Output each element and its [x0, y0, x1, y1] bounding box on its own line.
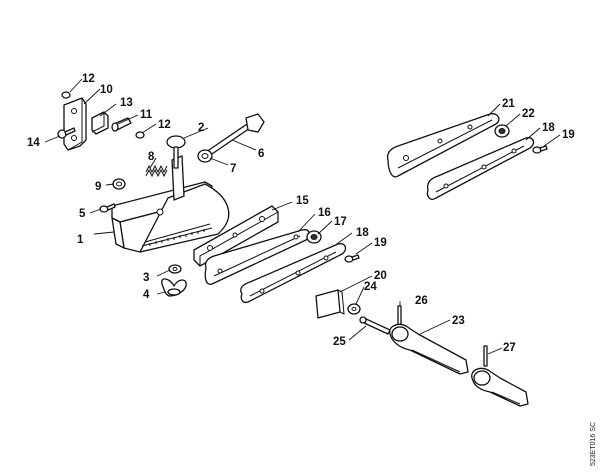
- callout-17: 17: [334, 216, 347, 228]
- callout-18-center: 18: [356, 227, 369, 239]
- pin-25: [359, 316, 391, 335]
- washer-24: [347, 303, 361, 315]
- figure-code: 523ET016 SC: [590, 422, 597, 466]
- callout-26: 26: [415, 295, 428, 307]
- callout-7: 7: [230, 163, 236, 175]
- spring-8: [145, 164, 168, 178]
- bushing-17: [306, 230, 322, 244]
- callout-4: 4: [143, 289, 150, 301]
- callout-2: 2: [198, 122, 204, 134]
- callout-25: 25: [333, 336, 346, 348]
- callout-20: 20: [374, 270, 387, 282]
- callout-16: 16: [318, 207, 331, 219]
- pin-26: [397, 305, 402, 327]
- pin-11: [111, 117, 132, 132]
- plate-18-right: [426, 137, 535, 200]
- callout-27: 27: [503, 342, 516, 354]
- leader-lines: [44, 78, 561, 355]
- lever-assembly: [471, 367, 529, 407]
- nut-9: [112, 178, 126, 190]
- miter-gauge-body-1: [111, 155, 230, 253]
- callout-18-right: 18: [542, 122, 555, 134]
- screw-5: [99, 203, 116, 213]
- callout-5: 5: [79, 208, 86, 220]
- callout-9: 9: [95, 181, 101, 193]
- callout-3: 3: [143, 272, 149, 284]
- lever-23: [389, 323, 469, 375]
- callout-22: 22: [522, 108, 535, 120]
- callout-labels: 1 2 3 4 5 6 7 8 9 10 11 12 12 13 14 15 1…: [27, 73, 575, 354]
- callout-11: 11: [140, 109, 153, 121]
- knob-screw-2: [166, 135, 186, 169]
- screw-19-center: [344, 254, 360, 263]
- callout-12-top: 12: [82, 73, 95, 85]
- bracket-10: [63, 97, 87, 151]
- callout-24: 24: [364, 281, 377, 293]
- nut-7: [197, 149, 213, 163]
- callout-15: 15: [296, 195, 309, 207]
- rod-6: [205, 113, 265, 157]
- wing-nut-4: [161, 278, 187, 297]
- nut-12-right: [135, 131, 145, 139]
- callout-10: 10: [100, 84, 113, 96]
- plate-15: [193, 205, 279, 267]
- callout-6: 6: [258, 148, 264, 160]
- block-20: [315, 289, 345, 319]
- callout-1: 1: [77, 234, 84, 246]
- callout-8: 8: [148, 151, 155, 163]
- callout-23: 23: [452, 315, 465, 327]
- washer-3: [168, 264, 182, 274]
- callout-21: 21: [502, 98, 515, 110]
- callout-19-right: 19: [562, 129, 575, 141]
- nut-12-top: [61, 91, 71, 99]
- callout-14: 14: [27, 137, 40, 149]
- callout-13: 13: [120, 97, 133, 109]
- callout-12-right: 12: [158, 119, 171, 131]
- screw-19-right: [532, 145, 548, 154]
- plate-21: [386, 113, 500, 178]
- callout-19-center: 19: [374, 237, 387, 249]
- clip-13: [91, 111, 109, 135]
- pin-27: [483, 345, 488, 367]
- plate-18-center: [240, 243, 347, 304]
- bushing-22: [494, 124, 510, 138]
